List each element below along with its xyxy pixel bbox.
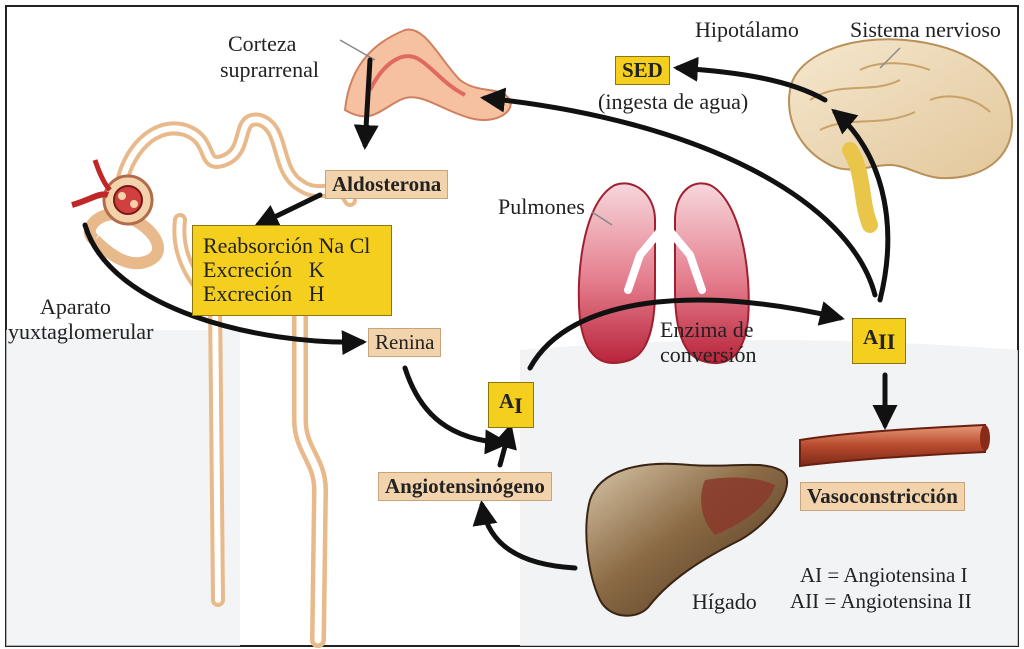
- vasoconstriccion-box: Vasoconstricción: [800, 482, 965, 511]
- angiotensina-ii-box: AII: [852, 318, 906, 364]
- label-suprarrenal: suprarrenal: [220, 58, 319, 81]
- background-band: [6, 330, 240, 646]
- label-corteza: Corteza: [228, 32, 296, 55]
- label-reabsorcion: Reabsorción Na Cl: [203, 234, 381, 258]
- label-hipotalamo: Hipotálamo: [695, 18, 799, 41]
- renina-box: Renina: [368, 328, 441, 357]
- label-aparato: Aparato: [40, 295, 111, 318]
- angiotensina-i-box: AI: [488, 382, 534, 428]
- label-yuxtaglomerular: yuxtaglomerular: [8, 320, 153, 343]
- label-enzima-de: Enzima de: [660, 318, 753, 341]
- a1-subscript: I: [514, 393, 523, 418]
- label-excrecion-k: Excreción K: [203, 258, 381, 282]
- label-pulmones: Pulmones: [498, 195, 585, 218]
- legend-ai: AI = Angiotensina I: [800, 564, 968, 586]
- a2-subscript: II: [878, 329, 895, 354]
- legend-aii: AII = Angiotensina II: [790, 590, 972, 612]
- label-conversion: conversión: [660, 343, 757, 366]
- a2-symbol: A: [863, 325, 878, 349]
- label-sistema-nervioso: Sistema nervioso: [850, 18, 1001, 41]
- angiotensinogeno-box: Angiotensinógeno: [378, 472, 552, 501]
- renal-effects-box: Reabsorción Na Cl Excreción K Excreción …: [192, 225, 392, 316]
- label-ingesta-de-agua: (ingesta de agua): [598, 90, 748, 113]
- aldosterona-box: Aldosterona: [325, 170, 448, 199]
- label-excrecion-h: Excreción H: [203, 282, 381, 306]
- label-higado: Hígado: [692, 590, 757, 613]
- a1-symbol: A: [499, 389, 514, 413]
- sed-box: SED: [615, 56, 670, 85]
